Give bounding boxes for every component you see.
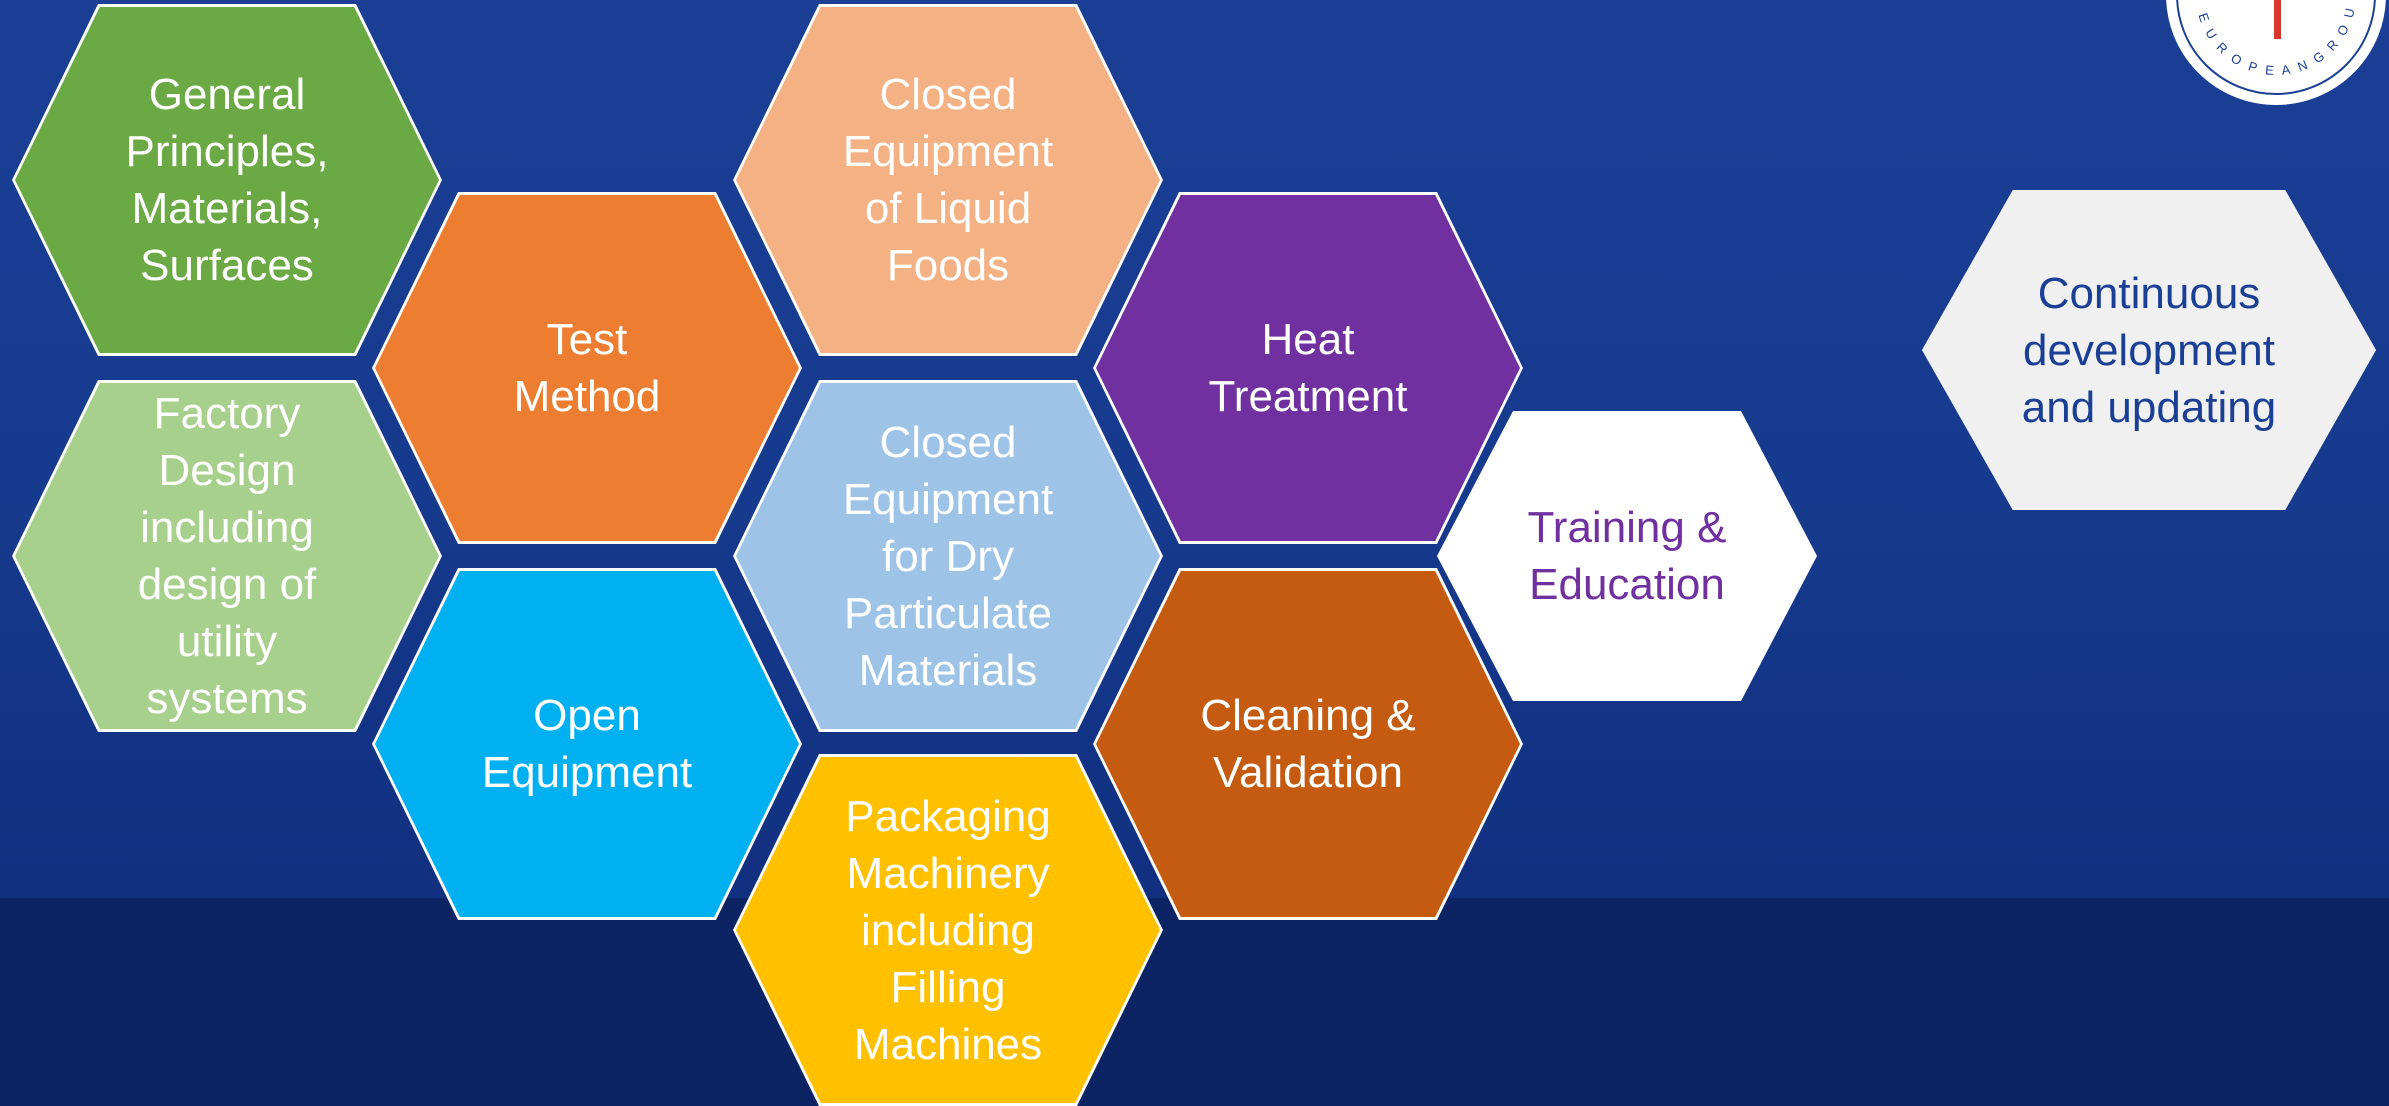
hex-closed-liquid-fill: Closed Equipment of Liquid Foods — [736, 7, 1160, 353]
hex-training-fill: Training & Education — [1440, 414, 1814, 698]
hex-factory-design: Factory Design including design of utili… — [12, 380, 442, 732]
hex-factory-design-fill: Factory Design including design of utili… — [15, 383, 439, 729]
hex-training: Training & Education — [1437, 411, 1817, 701]
hex-continuous-label: Continuous development and updating — [2021, 268, 2277, 432]
hex-general-principles-fill: General Principles, Materials, Surfaces — [15, 7, 439, 353]
hex-packaging: Packaging Machinery including Filling Ma… — [733, 754, 1163, 1106]
hex-open-equipment-label: Open Equipment — [481, 691, 693, 797]
hex-cleaning-validation-fill: Cleaning & Validation — [1096, 571, 1520, 917]
hex-packaging-fill: Packaging Machinery including Filling Ma… — [736, 757, 1160, 1103]
hex-packaging-label: Packaging Machinery including Filling Ma… — [845, 791, 1051, 1069]
logo-ring-text: E U R O P E A N G R O U P — [2166, 0, 2359, 78]
hex-training-label: Training & Education — [1527, 503, 1727, 609]
hex-closed-dry-label: Closed Equipment for Dry Particulate Mat… — [842, 417, 1054, 695]
bottom-band — [0, 898, 2389, 1106]
hex-cleaning-validation-label: Cleaning & Validation — [1200, 691, 1416, 797]
logo-accent-bar — [2274, 0, 2281, 39]
hex-heat-treatment: Heat Treatment — [1093, 192, 1523, 544]
hex-test-method: Test Method — [372, 192, 802, 544]
hex-heat-treatment-fill: Heat Treatment — [1096, 195, 1520, 541]
svg-text:E U R O P E A N G R O U P: E U R O P E A N G R O U P — [2166, 0, 2359, 78]
hex-continuous-fill: Continuous development and updating — [1922, 190, 2376, 510]
hex-heat-treatment-label: Heat Treatment — [1208, 315, 1408, 421]
hex-general-principles: General Principles, Materials, Surfaces — [12, 4, 442, 356]
hex-continuous: Continuous development and updating — [1922, 190, 2376, 510]
hex-test-method-fill: Test Method — [375, 195, 799, 541]
hex-test-method-label: Test Method — [513, 315, 661, 421]
hex-closed-dry: Closed Equipment for Dry Particulate Mat… — [733, 380, 1163, 732]
hex-cleaning-validation: Cleaning & Validation — [1093, 568, 1523, 920]
hex-factory-design-label: Factory Design including design of utili… — [137, 389, 317, 723]
hex-closed-liquid: Closed Equipment of Liquid Foods — [733, 4, 1163, 356]
hex-open-equipment: Open Equipment — [372, 568, 802, 920]
hex-closed-liquid-label: Closed Equipment of Liquid Foods — [842, 70, 1054, 290]
logo-seal: E U R O P E A N G R O U P — [2163, 0, 2389, 108]
hex-closed-dry-fill: Closed Equipment for Dry Particulate Mat… — [736, 383, 1160, 729]
hex-open-equipment-fill: Open Equipment — [375, 571, 799, 917]
hex-general-principles-label: General Principles, Materials, Surfaces — [125, 70, 329, 290]
